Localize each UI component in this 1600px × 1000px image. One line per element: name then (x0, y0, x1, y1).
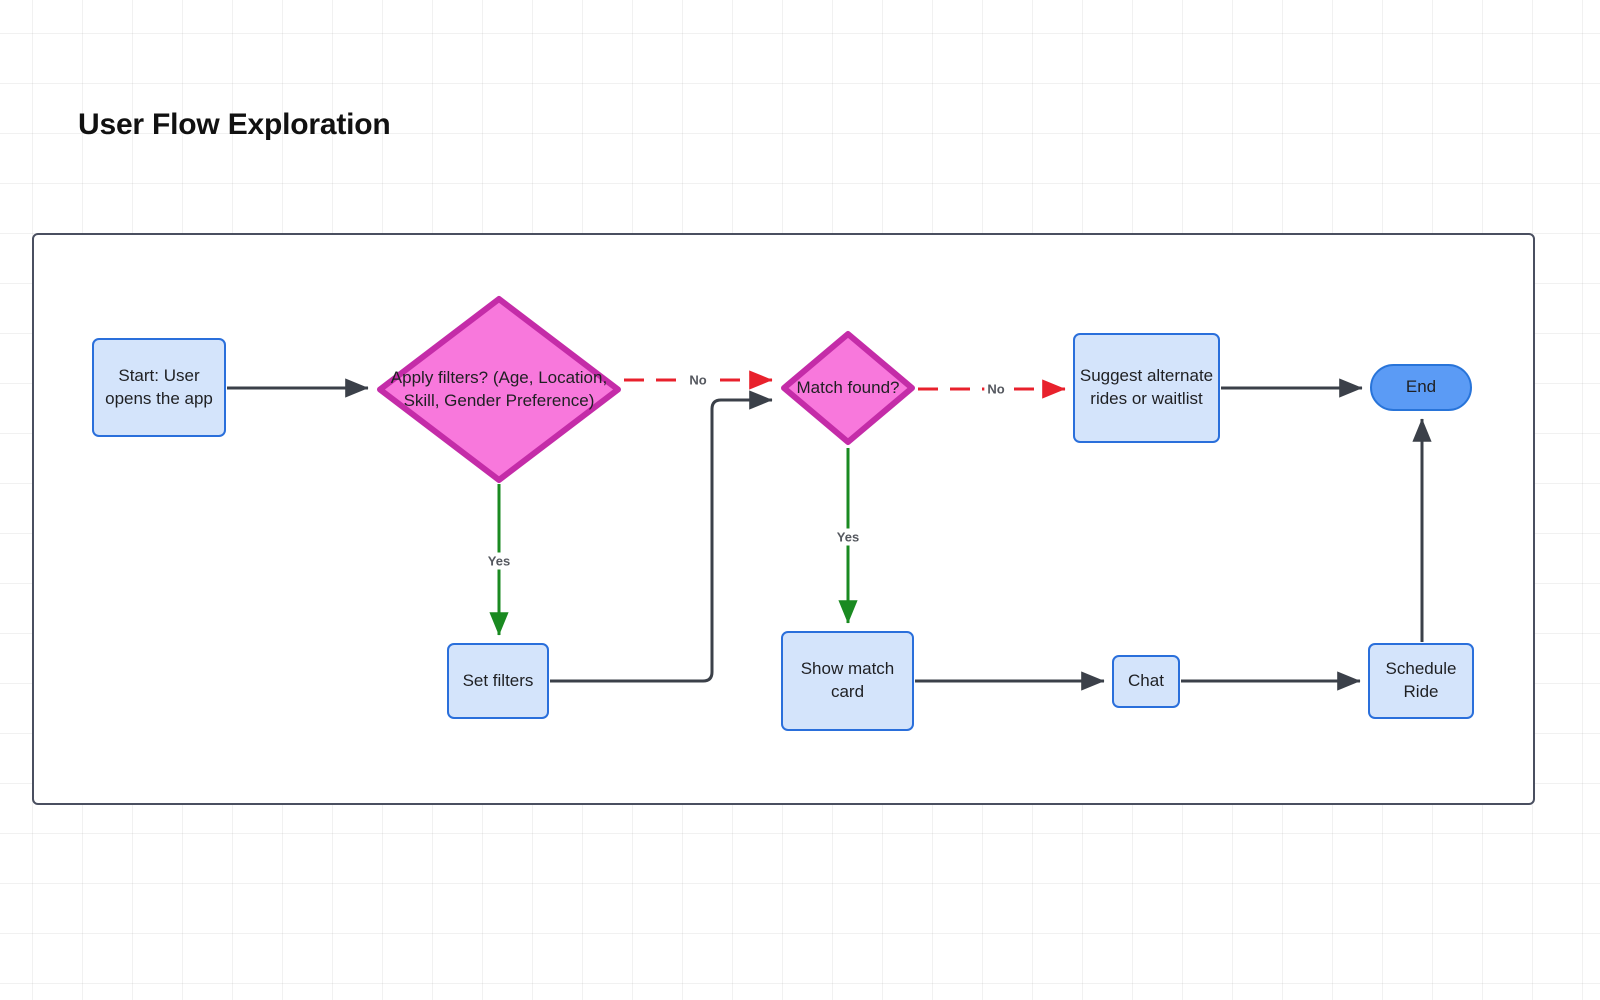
diamond-shape-icon (377, 296, 621, 483)
node-schedule-ride[interactable]: Schedule Ride (1368, 643, 1474, 719)
node-match-found-label: Match found? (796, 377, 900, 397)
node-chat[interactable]: Chat (1112, 655, 1180, 708)
node-suggest-alternate-label: Suggest alternate rides or waitlist (1079, 366, 1214, 408)
node-show-match-card-label: Show match card (800, 659, 895, 701)
page-title: User Flow Exploration (78, 108, 391, 141)
node-schedule-ride-label: Schedule Ride (1385, 659, 1457, 701)
node-apply-filters-label: Apply filters? (Age, Location, Skill, Ge… (390, 367, 608, 410)
edge-label-no-match: No (984, 380, 1008, 398)
node-start-label: Start: User opens the app (105, 365, 213, 408)
node-start[interactable]: Start: User opens the app (92, 338, 226, 437)
node-show-match-card[interactable]: Show match card (781, 631, 914, 731)
node-set-filters-label: Set filters (462, 670, 534, 690)
node-suggest-alternate[interactable]: Suggest alternate rides or waitlist (1073, 333, 1220, 443)
edge-label-yes-filters: Yes (484, 552, 514, 570)
diamond-shape-icon (781, 331, 915, 445)
node-apply-filters-decision[interactable]: Apply filters? (Age, Location, Skill, Ge… (376, 295, 622, 484)
node-end[interactable]: End (1370, 364, 1472, 411)
node-end-label: End (1405, 377, 1437, 397)
node-match-found-decision[interactable]: Match found? (780, 330, 916, 446)
edge-label-no-filters: No (686, 371, 710, 389)
edge-label-yes-match: Yes (833, 528, 863, 546)
node-chat-label: Chat (1128, 671, 1164, 691)
node-set-filters[interactable]: Set filters (447, 643, 549, 719)
